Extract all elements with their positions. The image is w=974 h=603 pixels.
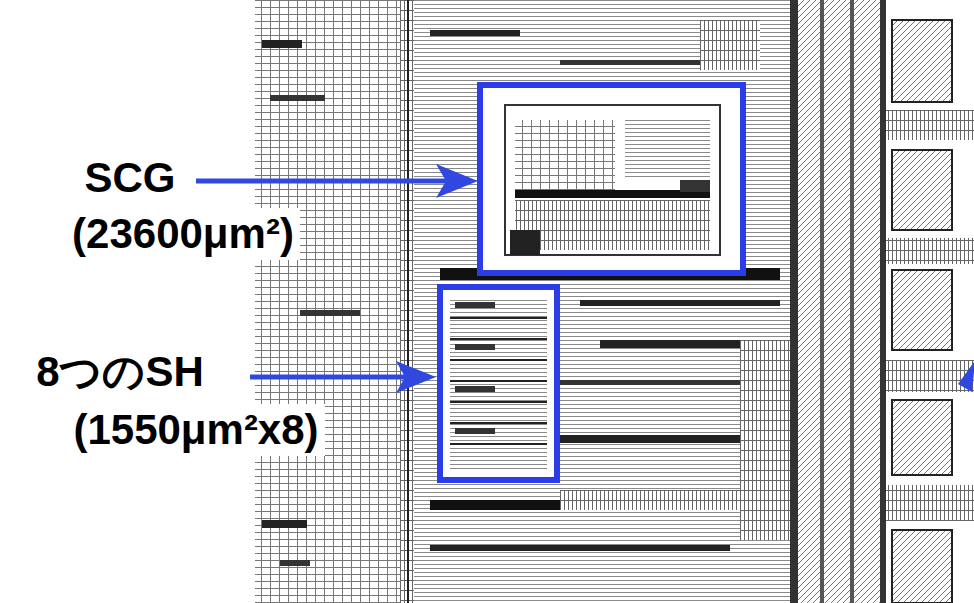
area-label: 8つのSH <box>30 346 210 398</box>
area-label: (23600μm²) <box>66 208 300 260</box>
area-label: (1550μm²x8) <box>67 404 324 456</box>
area-label: SCG <box>78 152 181 204</box>
